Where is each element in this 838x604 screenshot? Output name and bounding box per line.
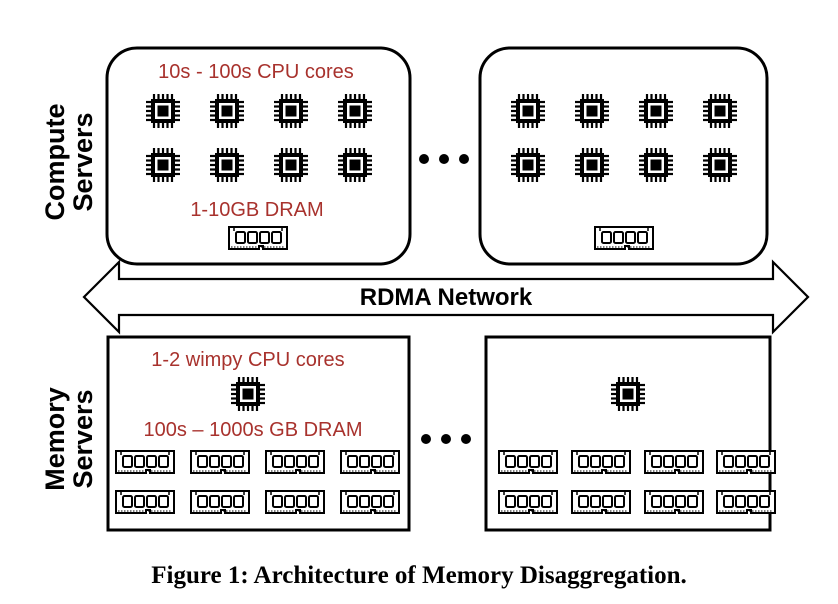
cpu-chip-icon bbox=[208, 92, 246, 130]
compute-label-line2: Servers bbox=[68, 112, 98, 211]
figure-caption: Figure 1: Architecture of Memory Disaggr… bbox=[151, 562, 687, 589]
dram-module-icon bbox=[265, 490, 325, 514]
dram-module-icon bbox=[190, 450, 250, 474]
dram-module-icon bbox=[644, 490, 704, 514]
dram-module-icon bbox=[716, 450, 776, 474]
network-label: RDMA Network bbox=[360, 284, 533, 311]
dram-module-icon bbox=[115, 490, 175, 514]
cpu-chip-icon bbox=[509, 146, 547, 184]
dram-module-icon bbox=[340, 490, 400, 514]
compute-label-line1: Compute bbox=[40, 104, 70, 221]
cpu-chip-icon bbox=[609, 375, 647, 413]
memory-label-line1: Memory bbox=[40, 387, 70, 491]
cpu-chip-icon bbox=[272, 92, 310, 130]
dram-module-icon bbox=[498, 450, 558, 474]
cpu-chip-icon bbox=[144, 146, 182, 184]
cpu-chip-icon bbox=[573, 92, 611, 130]
cpu-chip-icon bbox=[637, 146, 675, 184]
dram-module-icon bbox=[340, 450, 400, 474]
compute-server-box bbox=[105, 46, 412, 266]
cpu-chip-icon bbox=[208, 146, 246, 184]
compute-cpu-text: 10s - 100s CPU cores bbox=[158, 61, 354, 83]
memory-label-line2: Servers bbox=[68, 389, 98, 488]
cpu-chip-icon bbox=[229, 375, 267, 413]
dram-module-icon bbox=[716, 490, 776, 514]
dram-module-icon bbox=[594, 226, 654, 250]
dram-module-icon bbox=[190, 490, 250, 514]
memory-servers-label: Memory Servers bbox=[40, 387, 98, 491]
dram-module-icon bbox=[644, 450, 704, 474]
dram-module-icon bbox=[571, 490, 631, 514]
compute-dram-text: 1-10GB DRAM bbox=[190, 199, 323, 221]
memory-cpu-text: 1-2 wimpy CPU cores bbox=[151, 349, 344, 371]
cpu-chip-icon bbox=[272, 146, 310, 184]
cpu-chip-icon bbox=[637, 92, 675, 130]
memory-server-1: 1-2 wimpy CPU cores 100s – 1000s GB DRAM bbox=[106, 335, 411, 532]
compute-server-2 bbox=[478, 46, 769, 266]
memory-dram-text: 100s – 1000s GB DRAM bbox=[144, 419, 363, 441]
compute-server-box bbox=[478, 46, 769, 266]
compute-servers-label: Compute Servers bbox=[40, 104, 98, 221]
dram-module-icon bbox=[265, 450, 325, 474]
cpu-chip-icon bbox=[336, 92, 374, 130]
ellipsis-icon bbox=[419, 154, 469, 164]
dram-module-icon bbox=[228, 226, 288, 250]
memory-server-2 bbox=[484, 335, 776, 532]
compute-server-1: 10s - 100s CPU cores 1-10GB DRAM bbox=[105, 46, 412, 266]
dram-module-icon bbox=[115, 450, 175, 474]
dram-module-icon bbox=[498, 490, 558, 514]
cpu-chip-icon bbox=[336, 146, 374, 184]
rdma-network-arrow: RDMA Network bbox=[82, 259, 810, 335]
cpu-chip-icon bbox=[701, 92, 739, 130]
cpu-chip-icon bbox=[573, 146, 611, 184]
ellipsis-icon bbox=[421, 434, 471, 444]
double-arrow-icon bbox=[82, 259, 810, 335]
dram-module-icon bbox=[571, 450, 631, 474]
cpu-chip-icon bbox=[144, 92, 182, 130]
cpu-chip-icon bbox=[701, 146, 739, 184]
cpu-chip-icon bbox=[509, 92, 547, 130]
